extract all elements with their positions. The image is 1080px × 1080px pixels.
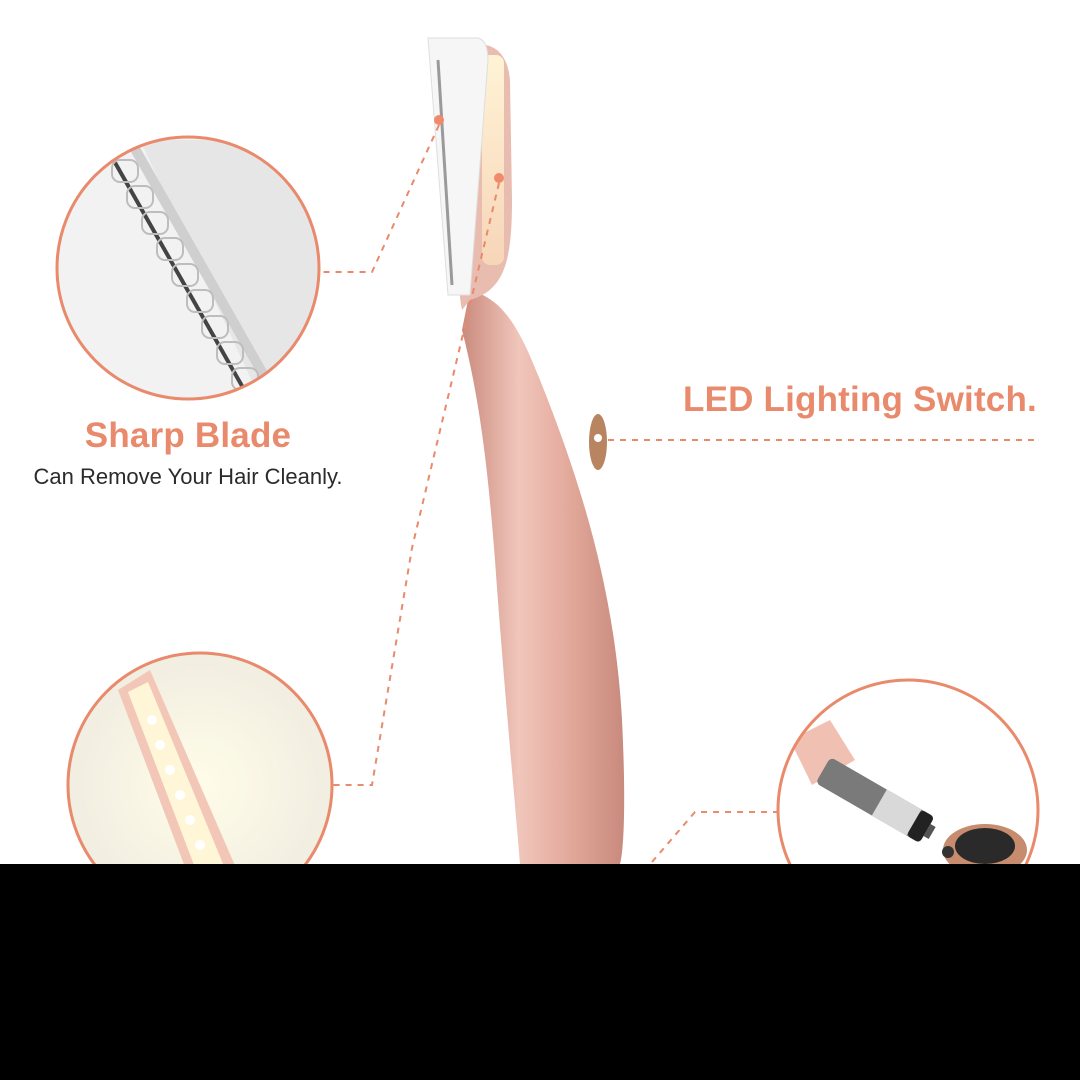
- led-window: [482, 55, 504, 265]
- sharp-blade-description: Can Remove Your Hair Cleanly.: [33, 464, 343, 489]
- blade-leader-line: [320, 124, 440, 273]
- bottom-black-bar: [0, 864, 1080, 1080]
- blade-edge: [436, 59, 454, 286]
- eyebrow-trimmer: [427, 37, 625, 864]
- battery-leader-line: [651, 811, 778, 863]
- led-switch-heading: LED Lighting Switch.: [683, 380, 1037, 419]
- blade-marker: [434, 115, 444, 125]
- led-marker: [494, 173, 504, 183]
- blade-guard: [427, 37, 489, 296]
- trimmer-handle: [462, 290, 625, 864]
- leader-lines: [320, 124, 1040, 863]
- switch-light: [594, 434, 602, 442]
- led-leader-line: [330, 182, 500, 786]
- sharp-blade-heading: Sharp Blade: [84, 416, 292, 455]
- blade-closeup-icon: [55, 135, 321, 401]
- led-strip-closeup-icon: [66, 651, 334, 919]
